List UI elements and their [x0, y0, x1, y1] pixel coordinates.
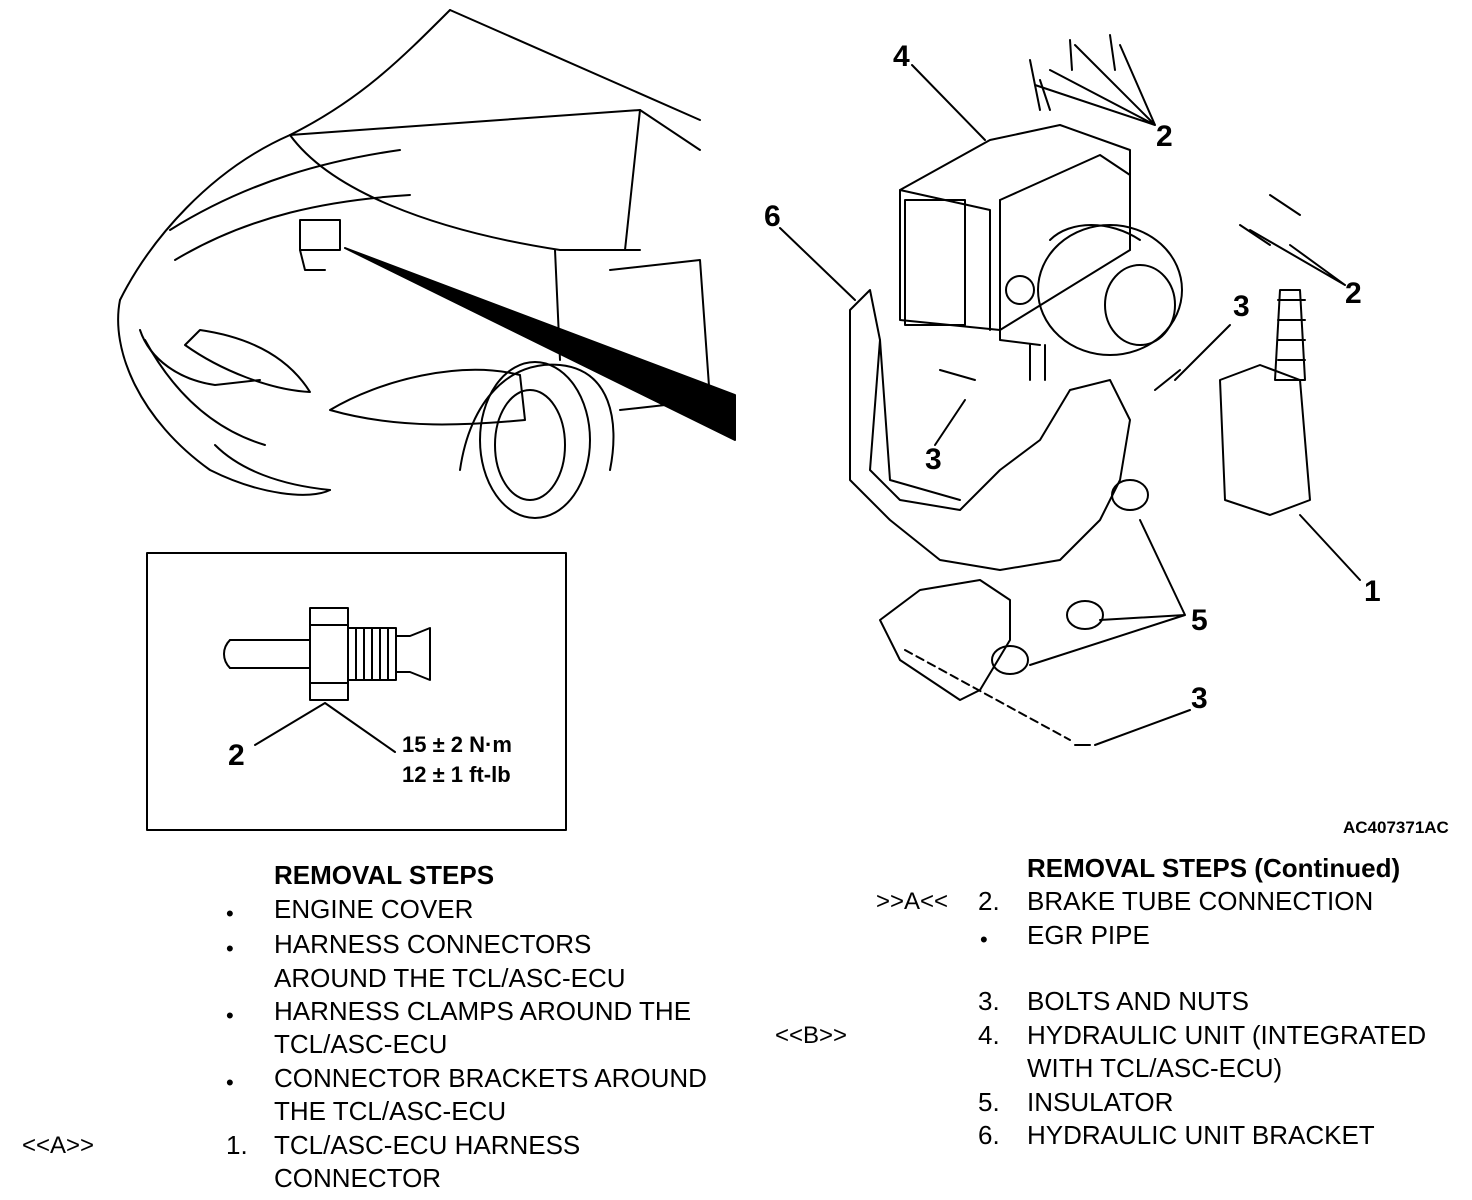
inset-part-number: 2 — [228, 739, 245, 772]
callout-4: 4 — [893, 40, 910, 73]
step-number: 1. — [226, 1130, 248, 1160]
callout-3-bottom: 3 — [1191, 682, 1208, 715]
torque-inset — [146, 552, 567, 831]
bullet: • — [980, 927, 988, 952]
step-text: INSULATOR — [1027, 1087, 1174, 1117]
reference-mark: <<B>> — [775, 1022, 848, 1049]
step-text: TCL/ASC-ECU — [274, 1029, 448, 1059]
step-text: HYDRAULIC UNIT BRACKET — [1027, 1120, 1375, 1150]
step-text: BOLTS AND NUTS — [1027, 986, 1250, 1016]
step-number: 4. — [978, 1020, 1000, 1050]
bullet: • — [226, 1070, 234, 1095]
step-text: WITH TCL/ASC-ECU) — [1027, 1053, 1283, 1083]
reference-mark: <<A>> — [22, 1132, 95, 1159]
callout-1: 1 — [1364, 575, 1381, 608]
callout-3-left: 3 — [925, 443, 942, 476]
bullet: • — [226, 936, 234, 961]
step-text: HYDRAULIC UNIT (INTEGRATED — [1027, 1020, 1427, 1050]
location-pointer — [344, 247, 736, 441]
hydraulic-unit-illustration — [849, 34, 1311, 746]
callout-2-right: 2 — [1345, 277, 1362, 310]
step-text: CONNECTOR — [274, 1163, 442, 1193]
callout-leaders — [779, 44, 1361, 746]
step-text: AROUND THE TCL/ASC-ECU — [274, 963, 626, 993]
step-text: TCL/ASC-ECU HARNESS — [274, 1130, 581, 1160]
step-number: 2. — [978, 886, 1000, 916]
reference-mark: >>A<< — [876, 888, 949, 915]
service-diagram — [117, 9, 1361, 831]
torque-imperial: 12 ± 1 ft-lb — [402, 762, 511, 787]
step-text: HARNESS CLAMPS AROUND THE — [274, 996, 692, 1026]
step-text: EGR PIPE — [1027, 920, 1150, 950]
step-text: BRAKE TUBE CONNECTION — [1027, 886, 1374, 916]
bullet: • — [226, 1003, 234, 1028]
callout-6: 6 — [764, 200, 781, 233]
torque-metric: 15 ± 2 N·m — [402, 732, 512, 757]
callout-3-upper-right: 3 — [1233, 290, 1250, 323]
step-text: ENGINE COVER — [274, 894, 474, 924]
step-text: CONNECTOR BRACKETS AROUND — [274, 1063, 707, 1093]
callout-2-top: 2 — [1156, 120, 1173, 153]
removal-steps-continued-heading: REMOVAL STEPS (Continued) — [1027, 853, 1401, 883]
callout-5: 5 — [1191, 604, 1208, 637]
bullet: • — [226, 901, 234, 926]
removal-steps-heading: REMOVAL STEPS — [274, 860, 495, 890]
step-text: THE TCL/ASC-ECU — [274, 1096, 507, 1126]
step-number: 3. — [978, 986, 1000, 1016]
step-number: 5. — [978, 1087, 1000, 1117]
car-front-illustration — [117, 9, 711, 519]
step-number: 6. — [978, 1120, 1000, 1150]
step-text: HARNESS CONNECTORS — [274, 929, 592, 959]
figure-id: AC407371AC — [1343, 818, 1449, 837]
